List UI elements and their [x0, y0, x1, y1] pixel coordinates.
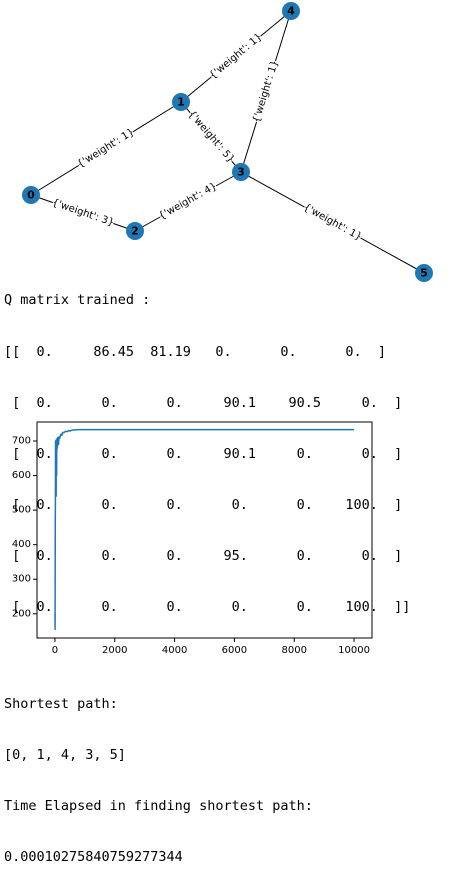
graph-node-label: 3: [237, 166, 245, 179]
q-matrix-row: [ 0. 0. 0. 0. 0. 100. ]: [4, 497, 403, 513]
shortest-path-label: Shortest path:: [4, 696, 118, 712]
y-tick-label: 700: [12, 436, 31, 447]
edge-label-background: [156, 179, 220, 224]
graph-node-label: 1: [177, 96, 185, 109]
graph-node-label: 2: [131, 225, 139, 238]
x-tick-label: 8000: [282, 645, 307, 656]
graph-node: [22, 186, 40, 204]
edge-label: {'weight': 1}: [208, 32, 265, 82]
q-matrix: [[ 0. 86.45 81.19 0. 0. 0. ] [ 0. 0. 0. …: [4, 310, 410, 633]
graph-edges: [30, 10, 425, 274]
x-tick-label: 10000: [338, 645, 370, 656]
x-tick-label: 6000: [222, 645, 247, 656]
output-block: Shortest path: [0, 1, 4, 3, 5] Time Elap…: [4, 662, 313, 883]
time-elapsed-value: 0.00010275840759277344: [4, 849, 183, 865]
edge-label: {'weight': 1}: [76, 127, 137, 171]
q-matrix-row: [[ 0. 86.45 81.19 0. 0. 0. ]: [4, 344, 387, 360]
graph-nodes: 0 1 2 3 4 5: [22, 2, 433, 282]
edge-label-background: [75, 125, 137, 172]
plot-line: [54, 428, 355, 631]
y-tick-label: 300: [12, 574, 31, 585]
q-matrix-row: [ 0. 0. 0. 90.1 90.5 0. ]: [4, 395, 403, 411]
graph-node: [172, 93, 190, 111]
graph-node-label: 0: [27, 189, 35, 202]
q-matrix-title: Q matrix trained :: [4, 292, 151, 308]
y-tick-label: 500: [12, 505, 31, 516]
edge-label: {'weight': 1}: [301, 202, 363, 243]
graph-edge-labels: {'weight': 1} {'weight': 3} {'weight': 1} {…: [50, 30, 364, 245]
y-tick-label: 400: [12, 539, 31, 550]
edge-label: {'weight': 5}: [186, 109, 237, 165]
y-tick-label: 600: [12, 470, 31, 481]
plot-ticks: 0 2000 4000 6000 8000 10000 200 300 400 500 600 700: [12, 436, 370, 656]
graph-node: [282, 2, 300, 20]
edge-label-background: [301, 200, 364, 245]
graph-node-label: 4: [287, 5, 295, 18]
q-matrix-row: [ 0. 0. 0. 90.1 0. 0. ]: [4, 446, 403, 462]
y-tick-label: 200: [12, 608, 31, 619]
edge-label-background: [249, 58, 283, 125]
graph-node: [232, 163, 250, 181]
q-matrix-row: [ 0. 0. 0. 95. 0. 0. ]: [4, 548, 403, 564]
q-matrix-row: [ 0. 0. 0. 0. 0. 100. ]]: [4, 599, 411, 615]
edge-label: {'weight': 4}: [157, 181, 219, 222]
plot-frame: [36, 421, 373, 639]
graph-node: [126, 222, 144, 240]
time-elapsed-label: Time Elapsed in finding shortest path:: [4, 798, 313, 814]
graph-figure: {'weight': 1} {'weight': 3} {'weight': 1} {…: [22, 2, 433, 282]
training-plot: 0 2000 4000 6000 8000 10000 200 300 400 500 600 700: [12, 421, 373, 656]
graph-node-label: 5: [420, 267, 428, 280]
edge-label: {'weight': 3}: [51, 197, 116, 229]
edge-label-background: [50, 195, 116, 231]
graph-node: [415, 264, 433, 282]
shortest-path-value: [0, 1, 4, 3, 5]: [4, 747, 126, 763]
x-tick-label: 4000: [162, 645, 187, 656]
edge-label-background: [184, 108, 238, 166]
x-tick-label: 0: [52, 645, 58, 656]
plot-series: [54, 428, 355, 631]
x-tick-label: 2000: [102, 645, 127, 656]
edge-label-background: [206, 30, 266, 83]
